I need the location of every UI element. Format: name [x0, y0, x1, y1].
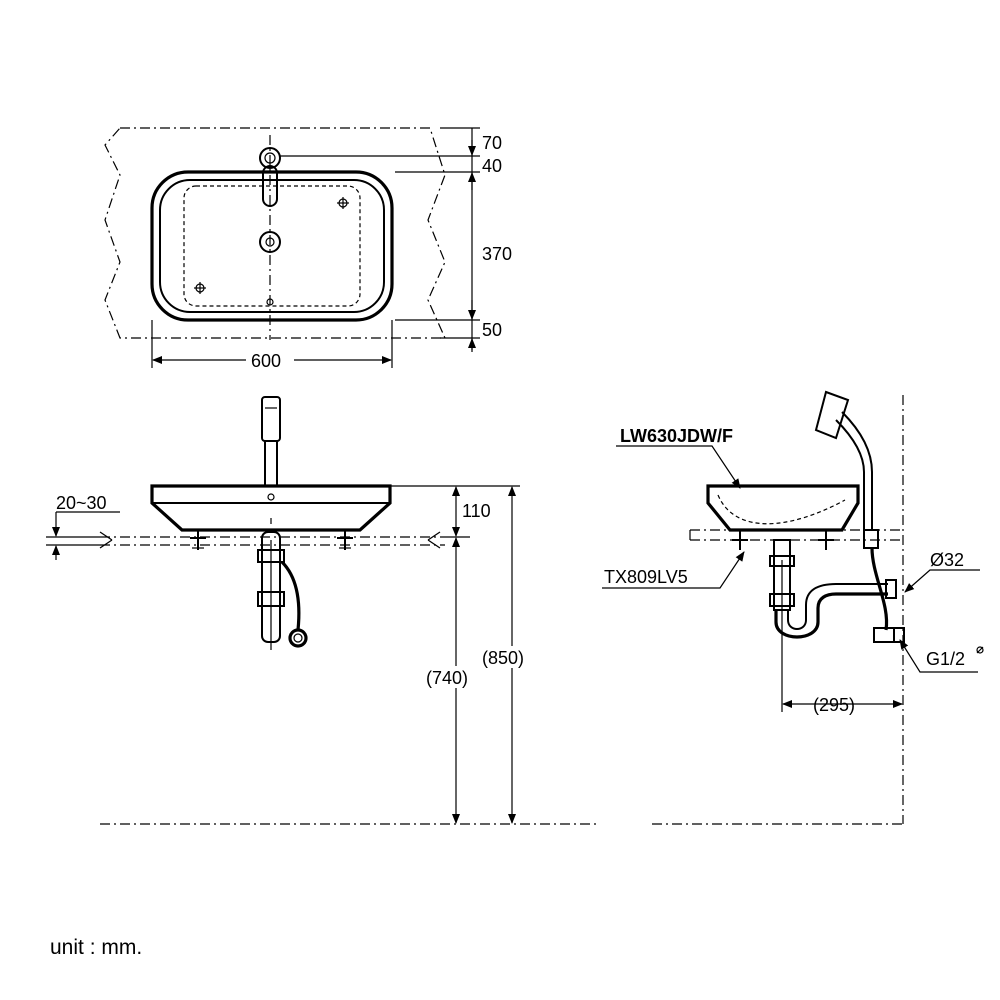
faucet-spout: [262, 165, 278, 207]
countertop-outline: [104, 127, 446, 339]
basin-inner-rim: [159, 179, 385, 313]
model-faucet-label: TX809LV5: [604, 567, 688, 587]
dim-20-30: 20~30: [56, 493, 107, 513]
angle-valve: [873, 627, 895, 643]
front-anchor-right: [337, 530, 353, 550]
side-p-trap: [774, 592, 888, 639]
side-anchor-left: [732, 530, 748, 550]
side-faucet-head: [814, 390, 850, 440]
front-anchor-left: [190, 530, 206, 550]
side-faucet-neck: [841, 411, 873, 530]
front-flex-hose: [280, 560, 301, 631]
overflow-hole: [266, 298, 274, 306]
dim-110: 110: [462, 501, 491, 521]
side-view: (295) LW630JDW/F TX809LV5 Ø32 G1/2: [602, 390, 984, 825]
dim-600: 600: [251, 351, 281, 371]
dim-370: 370: [482, 244, 512, 264]
mounting-marker-right: [337, 197, 349, 209]
mounting-marker-left: [194, 282, 206, 294]
dim-g12: G1/2: [926, 649, 965, 669]
dim-740: (740): [426, 668, 468, 688]
dim-295: (295): [813, 695, 855, 715]
front-view: 20~30 110 (740) (850): [46, 396, 600, 825]
faucet-base: [259, 147, 281, 169]
thread-symbol-icon: [976, 646, 984, 654]
model-basin-label: LW630JDW/F: [620, 426, 733, 446]
dim-40: 40: [482, 156, 502, 176]
side-supply-hose: [870, 547, 889, 631]
dim-50: 50: [482, 320, 502, 340]
unit-label: unit : mm.: [50, 936, 143, 959]
basin-outer-rim: [150, 170, 394, 322]
front-faucet-head: [261, 396, 281, 442]
top-view: 70 40 370 50 600: [104, 127, 512, 371]
dim-dia-32: Ø32: [930, 550, 964, 570]
basin-bowl: [183, 185, 361, 307]
drain-hole: [259, 231, 281, 253]
dim-70: 70: [482, 133, 502, 153]
side-basin: [706, 484, 860, 532]
side-anchor-right: [818, 530, 834, 550]
dim-850: (850): [482, 648, 524, 668]
